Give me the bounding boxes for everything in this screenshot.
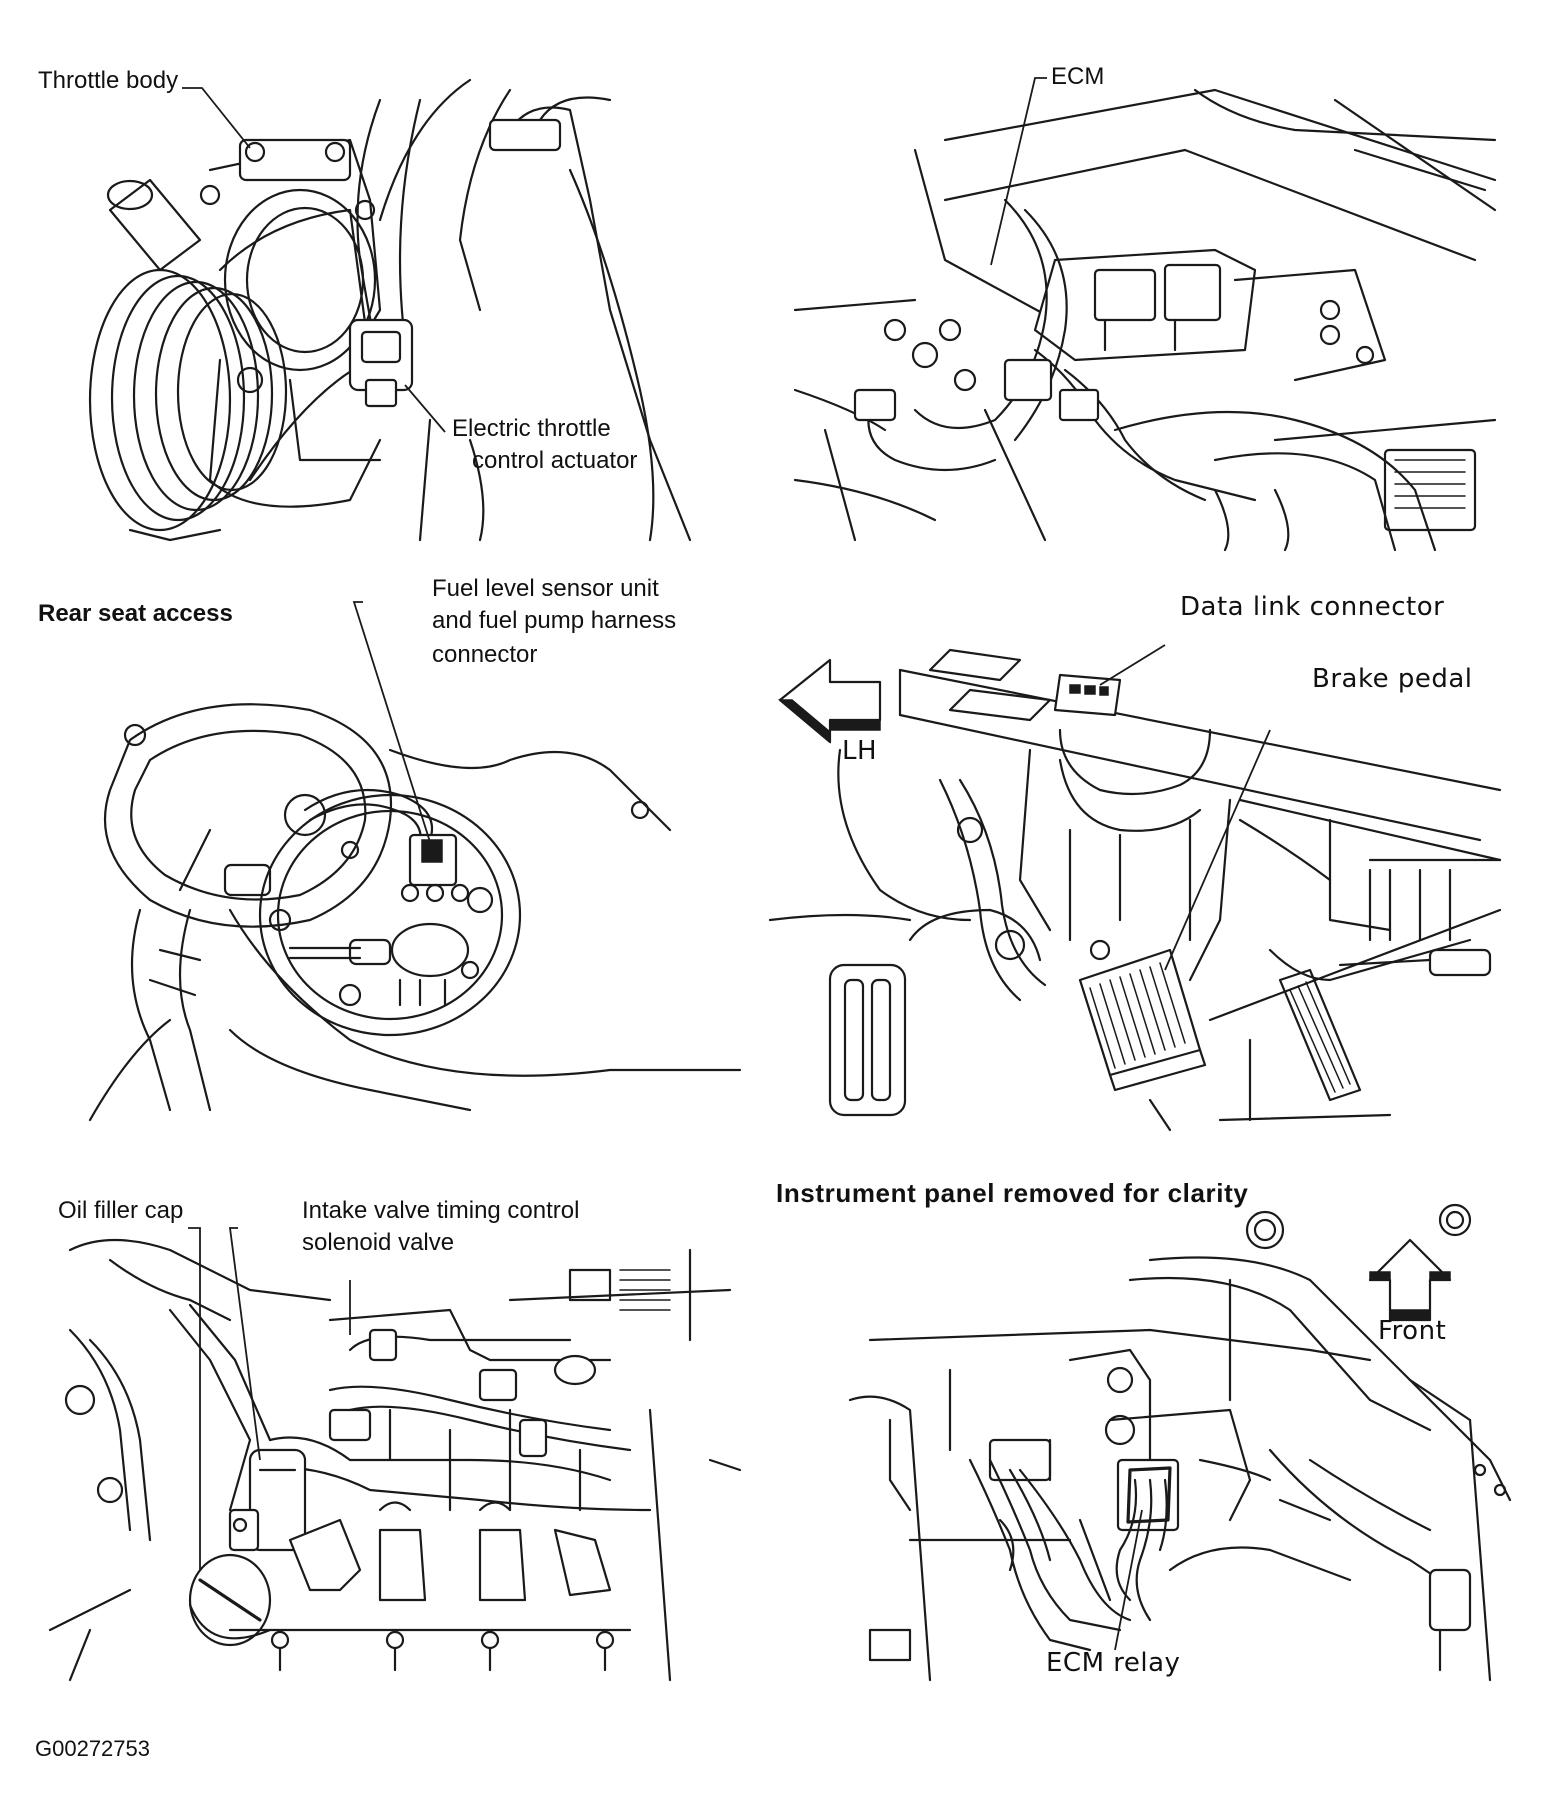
ecm-panel: ECM <box>793 60 1497 552</box>
lh-direction-label: LH <box>842 736 878 766</box>
ecm-relay-illustration <box>848 1203 1512 1682</box>
ecm-relay-label: ECM relay <box>1046 1648 1181 1678</box>
intake-valve-timing-label-line2: solenoid valve <box>302 1229 455 1256</box>
engine-top-illustration <box>48 1227 742 1682</box>
data-link-connector-label: Data link connector <box>1180 592 1445 622</box>
ecm-relay-panel: Front ECM relay <box>848 1203 1512 1682</box>
front-direction-label: Front <box>1378 1316 1447 1346</box>
fuel-level-sensor-label-line3: connector <box>432 641 538 668</box>
throttle-body-panel: Throttle body Electric throttle control … <box>38 60 730 550</box>
figure-code: G00272753 <box>35 1736 150 1761</box>
intake-valve-timing-panel: Oil filler cap Intake valve timing contr… <box>48 1197 742 1682</box>
fuel-level-sensor-label-line2: and fuel pump harness <box>432 607 677 634</box>
fuel-level-sensor-label-line1: Fuel level sensor unit <box>432 575 659 602</box>
data-link-connector-illustration <box>768 644 1502 1132</box>
fuel-level-sensor-panel: Fuel level sensor unit and fuel pump har… <box>50 575 742 1122</box>
ecm-label: ECM <box>1051 63 1105 90</box>
fuel-sensor-illustration <box>88 601 742 1122</box>
intake-valve-timing-label-line1: Intake valve timing control <box>302 1197 580 1224</box>
ecm-illustration <box>793 77 1497 552</box>
throttle-body-label: Throttle body <box>38 67 179 94</box>
electric-throttle-actuator-label-line2: control actuator <box>472 447 638 474</box>
rear-seat-access-header: Rear seat access <box>38 600 233 627</box>
instrument-panel-removed-header: Instrument panel removed for clarity <box>776 1178 1249 1208</box>
brake-pedal-label: Brake pedal <box>1312 664 1473 694</box>
electric-throttle-actuator-label-line1: Electric throttle <box>452 415 611 442</box>
data-link-connector-panel: Data link connector Brake pedal LH <box>768 592 1502 1140</box>
oil-filler-cap-label: Oil filler cap <box>58 1197 184 1224</box>
throttle-body-illustration <box>88 78 692 542</box>
